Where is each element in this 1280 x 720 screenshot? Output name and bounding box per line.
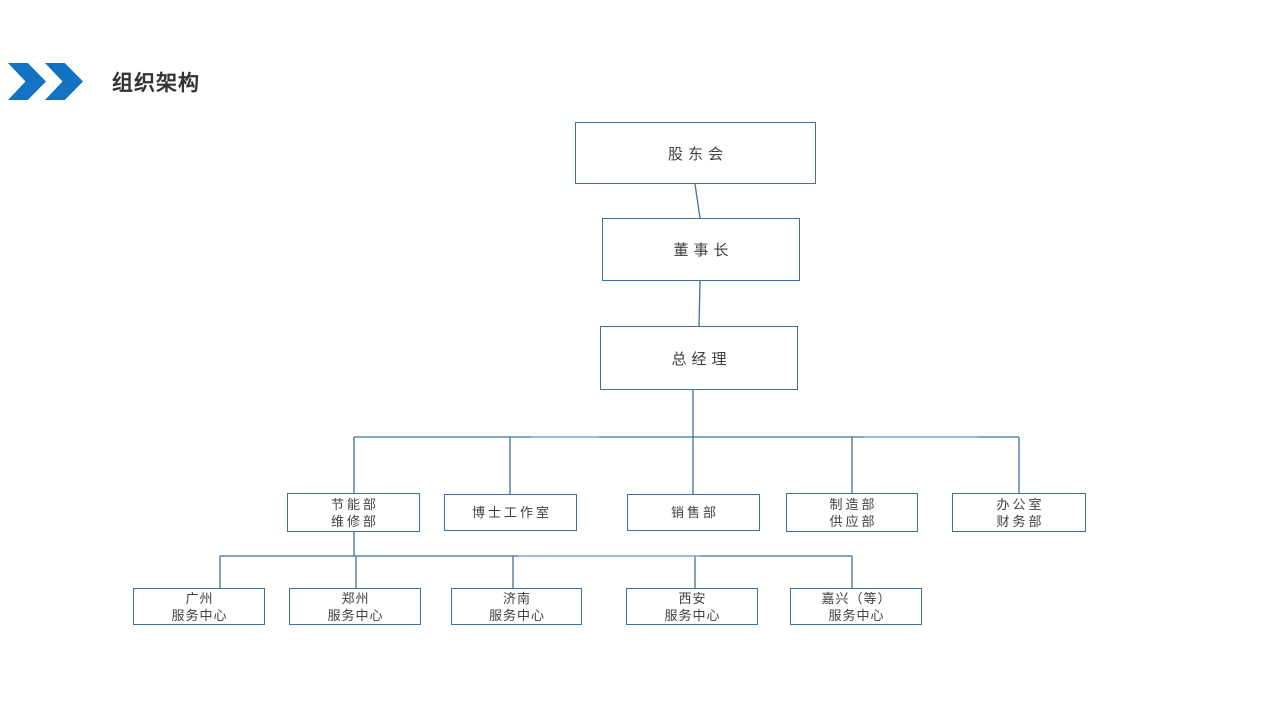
org-node-shareholders: 股东会 [575,122,816,184]
org-node-guangzhou-service-center: 广州 服务中心 [133,588,265,625]
connector-line [694,183,701,219]
connector-line [698,280,701,327]
org-node-zhengzhou-service-center: 郑州 服务中心 [289,588,421,625]
org-node-sales-dept: 销售部 [627,494,760,531]
org-node-jinan-service-center: 济南 服务中心 [451,588,582,625]
connector-group-light [518,436,977,557]
org-node-energy-maintenance-dept: 节能部 维修部 [287,493,420,532]
org-node-doctor-studio: 博士工作室 [444,494,577,531]
org-node-manufacturing-supply-dept: 制造部 供应部 [786,493,918,532]
org-node-jiaxing-service-center: 嘉兴（等） 服务中心 [790,588,922,625]
page-title: 组织架构 [112,72,200,95]
org-node-chairman: 董事长 [602,218,800,281]
org-node-general-manager: 总经理 [600,326,798,390]
org-node-xian-service-center: 西安 服务中心 [626,588,758,625]
org-node-office-finance-dept: 办公室 财务部 [952,493,1086,532]
